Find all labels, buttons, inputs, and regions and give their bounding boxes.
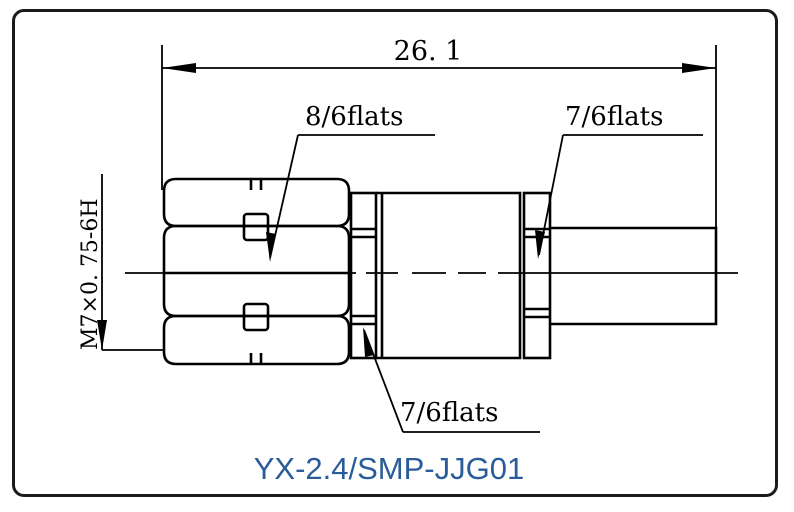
drawing-frame bbox=[12, 9, 778, 497]
thread-leader bbox=[97, 174, 164, 351]
dimension-26-1 bbox=[161, 45, 717, 228]
connector-body bbox=[376, 191, 522, 360]
left-flats-label: 7/6flats bbox=[400, 398, 498, 428]
dimension-arrow-right bbox=[682, 63, 716, 73]
hex-nut bbox=[162, 177, 351, 366]
leader-nut-flats bbox=[266, 134, 435, 262]
leader-left-flats bbox=[363, 327, 540, 433]
thread-spec-label: M7×0. 75-6H bbox=[78, 198, 103, 350]
leader-right-flats bbox=[535, 134, 703, 259]
dimension-label: 26. 1 bbox=[394, 36, 463, 67]
dimension-arrow-left bbox=[162, 63, 196, 73]
part-number-caption: YX-2.4/SMP-JJG01 bbox=[254, 451, 524, 486]
flange-ring bbox=[349, 191, 378, 360]
connector-tail bbox=[550, 226, 718, 326]
right-flats-label: 7/6flats bbox=[565, 102, 663, 132]
nut-flats-label: 8/6flats bbox=[305, 102, 403, 132]
